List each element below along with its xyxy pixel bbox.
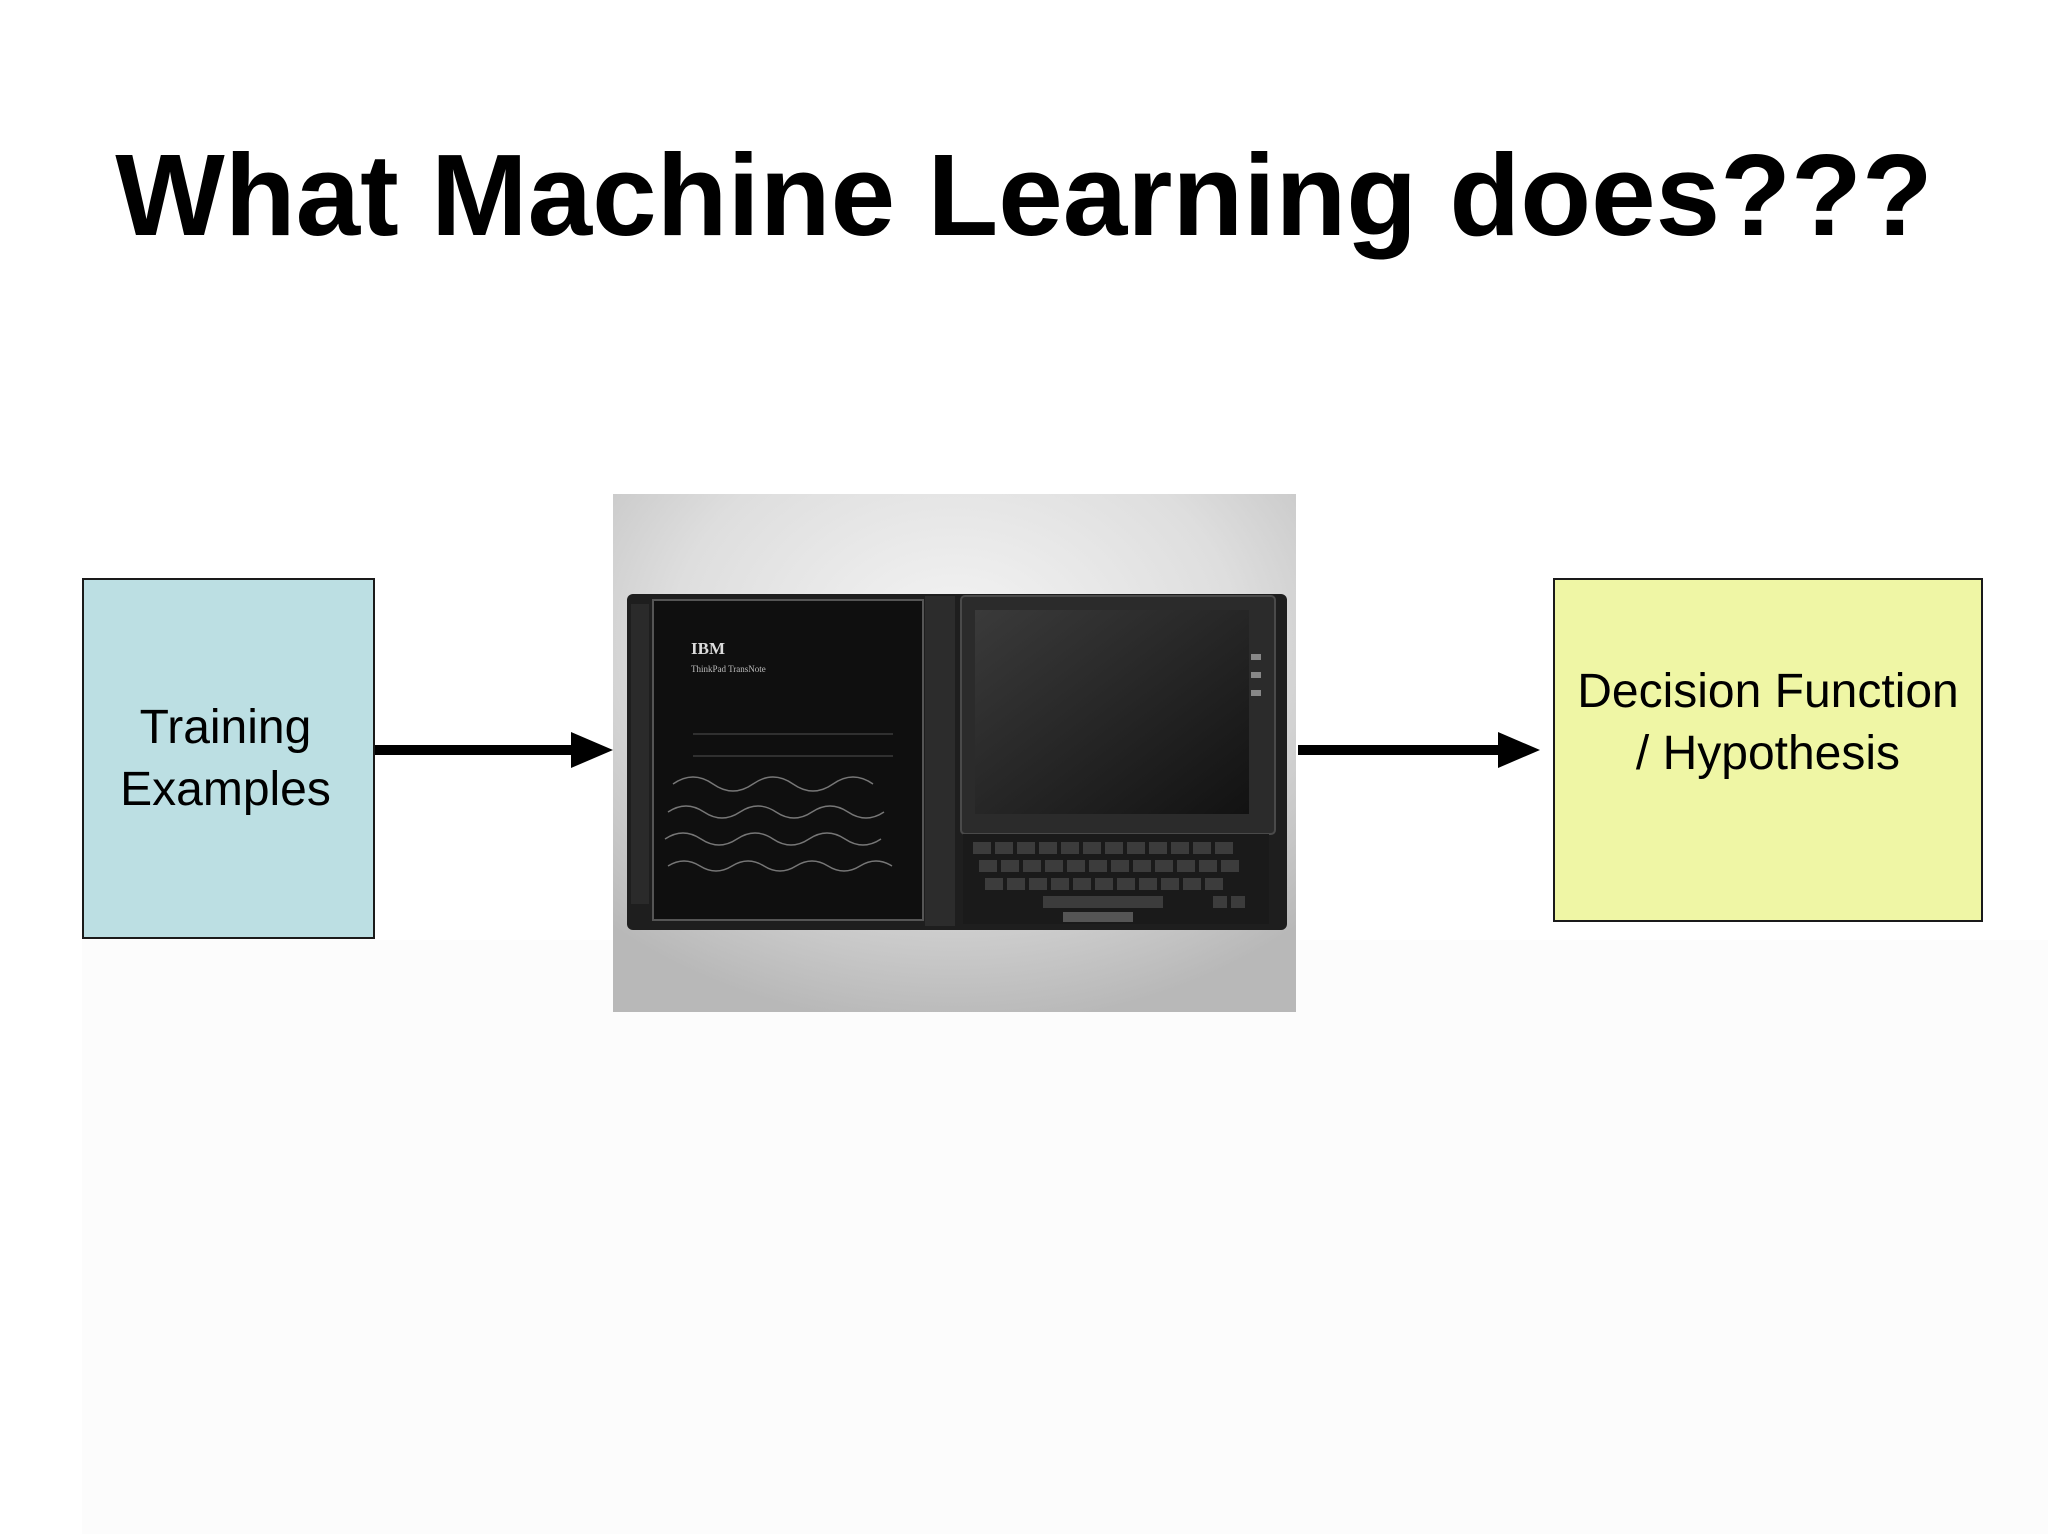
decision-function-label: Decision Function / Hypothesis bbox=[1577, 665, 1959, 780]
decision-function-box: Decision Function / Hypothesis bbox=[1553, 578, 1983, 922]
arrow-learner-to-output bbox=[1298, 732, 1540, 768]
product-name-text: ThinkPad TransNote bbox=[691, 664, 766, 674]
arrow-input-to-learner bbox=[375, 732, 613, 768]
training-examples-box: Training Examples bbox=[82, 578, 375, 939]
training-examples-label: Training Examples bbox=[120, 700, 331, 816]
ibm-logo-text: IBM bbox=[691, 639, 725, 658]
slide-title: What Machine Learning does??? bbox=[115, 130, 1933, 260]
learner-photo: IBM ThinkPad TransNote bbox=[613, 494, 1296, 1012]
slide-background bbox=[82, 940, 2048, 1534]
